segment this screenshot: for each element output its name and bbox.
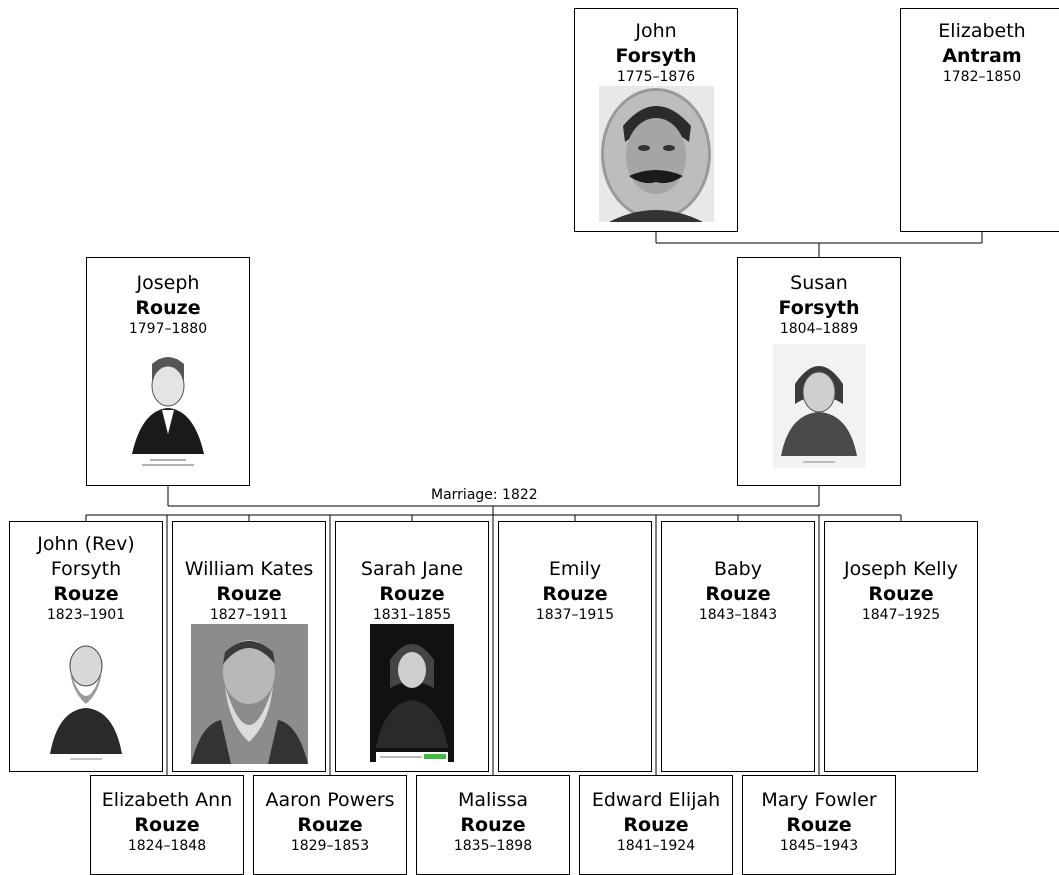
- person-card-joseph-kelly-rouze[interactable]: Joseph Kelly Rouze 1847–1925: [824, 521, 978, 772]
- person-card-sarah-jane-rouze[interactable]: Sarah Jane Rouze 1831–1855: [335, 521, 489, 772]
- life-dates: 1845–1943: [779, 838, 859, 854]
- person-card-emily-rouze[interactable]: Emily Rouze 1837–1915: [498, 521, 652, 772]
- portrait-photo: [122, 344, 214, 468]
- given-name: Malissa: [457, 789, 529, 811]
- person-card-susan-forsyth[interactable]: Susan Forsyth 1804–1889: [737, 257, 901, 486]
- given-name: Sarah Jane: [360, 558, 464, 580]
- surname: Rouze: [623, 814, 689, 836]
- surname: Rouze: [786, 814, 852, 836]
- person-card-edward-elijah-rouze[interactable]: Edward Elijah Rouze 1841–1924: [579, 775, 733, 875]
- surname: Rouze: [542, 583, 608, 605]
- person-card-joseph-rouze[interactable]: Joseph Rouze 1797–1880: [86, 257, 250, 486]
- life-dates: 1831–1855: [372, 607, 452, 623]
- life-dates: 1804–1889: [779, 321, 859, 337]
- person-card-aaron-powers-rouze[interactable]: Aaron Powers Rouze 1829–1853: [253, 775, 407, 875]
- person-card-william-kates-rouze[interactable]: William Kates Rouze 1827–1911: [172, 521, 326, 772]
- life-dates: 1837–1915: [535, 607, 615, 623]
- surname: Forsyth: [778, 297, 860, 319]
- surname: Rouze: [868, 583, 934, 605]
- life-dates: 1835–1898: [453, 838, 533, 854]
- surname: Rouze: [705, 583, 771, 605]
- portrait-photo: [598, 86, 714, 222]
- surname: Rouze: [53, 583, 119, 605]
- portrait-photo: [370, 624, 454, 762]
- person-card-elizabeth-antram[interactable]: Elizabeth Antram 1782–1850: [900, 8, 1059, 232]
- life-dates: 1841–1924: [616, 838, 696, 854]
- surname: Antram: [942, 45, 1022, 67]
- person-card-john-forsyth[interactable]: John Forsyth 1775–1876: [574, 8, 738, 232]
- given-name: Elizabeth Ann: [101, 789, 233, 811]
- marriage-label: Marriage: 1822: [429, 487, 540, 503]
- life-dates: 1823–1901: [46, 607, 126, 623]
- portrait-photo: [773, 344, 865, 468]
- portrait-photo: [190, 624, 308, 764]
- given-name: Susan: [790, 272, 848, 294]
- given-name: William Kates: [184, 558, 314, 580]
- life-dates: 1775–1876: [616, 69, 696, 85]
- surname: Rouze: [134, 814, 200, 836]
- given-name: John: [635, 20, 677, 42]
- surname: Rouze: [460, 814, 526, 836]
- given-name: Aaron Powers: [265, 789, 395, 811]
- life-dates: 1843–1843: [698, 607, 778, 623]
- given-name: Edward Elijah: [591, 789, 721, 811]
- given-name: Baby: [714, 558, 762, 580]
- life-dates: 1824–1848: [127, 838, 207, 854]
- portrait-photo: [40, 632, 132, 764]
- given-name: Joseph: [136, 272, 200, 294]
- life-dates: 1797–1880: [128, 321, 208, 337]
- person-card-baby-rouze[interactable]: Baby Rouze 1843–1843: [661, 521, 815, 772]
- person-card-elizabeth-ann-rouze[interactable]: Elizabeth Ann Rouze 1824–1848: [90, 775, 244, 875]
- person-card-john-rev-forsyth-rouze[interactable]: John (Rev) Forsyth Rouze 1823–1901: [9, 521, 163, 772]
- life-dates: 1847–1925: [861, 607, 941, 623]
- surname: Rouze: [216, 583, 282, 605]
- surname: Rouze: [379, 583, 445, 605]
- surname: Forsyth: [615, 45, 697, 67]
- person-card-mary-fowler-rouze[interactable]: Mary Fowler Rouze 1845–1943: [742, 775, 896, 875]
- given-name: Joseph Kelly: [844, 558, 958, 580]
- given-name: John (Rev) Forsyth: [37, 533, 135, 580]
- person-card-malissa-rouze[interactable]: Malissa Rouze 1835–1898: [416, 775, 570, 875]
- given-name: Mary Fowler: [761, 789, 877, 811]
- life-dates: 1829–1853: [290, 838, 370, 854]
- life-dates: 1827–1911: [209, 607, 289, 623]
- surname: Rouze: [297, 814, 363, 836]
- given-name: Elizabeth: [938, 20, 1026, 42]
- given-name: Emily: [548, 558, 602, 580]
- surname: Rouze: [135, 297, 201, 319]
- life-dates: 1782–1850: [942, 69, 1022, 85]
